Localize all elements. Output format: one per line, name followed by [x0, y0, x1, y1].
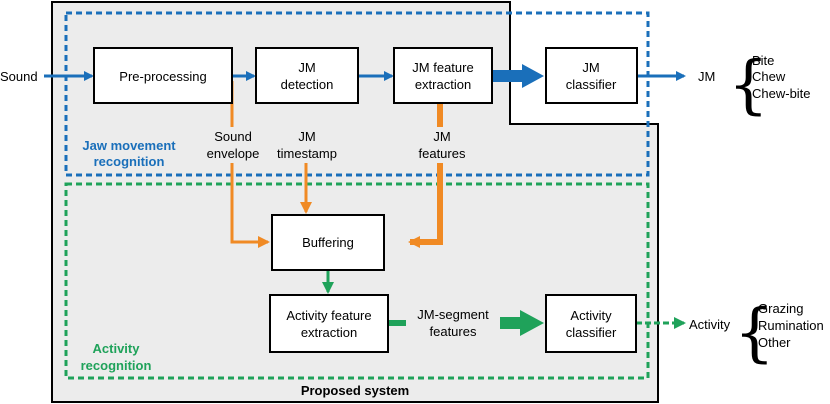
preprocessing-label: Pre-processing: [119, 69, 206, 84]
jm-segment-features-arrow: [500, 310, 544, 336]
activity-classifier-label-2: classifier: [566, 325, 617, 340]
sound-envelope-label-1: Sound: [214, 129, 252, 144]
activity-classifier-label-1: Activity: [570, 308, 612, 323]
activity-classifier-block: [545, 294, 637, 353]
jm-features-label-bg: [412, 127, 472, 163]
buffering-label: Buffering: [302, 235, 354, 250]
jm-segment-features-label-2: features: [430, 324, 477, 339]
preprocessing-block: [93, 47, 233, 104]
jm-timestamp-label-2: timestamp: [277, 146, 337, 161]
activity-region: [64, 182, 650, 380]
jm-features-label-2: features: [419, 146, 466, 161]
sound-envelope-label-2: envelope: [207, 146, 260, 161]
sound-envelope-label-bg: [203, 127, 263, 163]
jm-class-item: Bite: [752, 53, 774, 68]
activity-class-item: Grazing: [758, 301, 804, 316]
jaw-movement-title-2: recognition: [94, 154, 165, 169]
activity-feature-extraction-label-1: Activity feature: [286, 308, 371, 323]
activity-class-item: Other: [758, 335, 791, 350]
jm-segment-features-label-1: JM-segment: [417, 307, 489, 322]
jm-feature-extraction-block: [393, 47, 493, 104]
activity-title-1: Activity: [93, 341, 141, 356]
proposed-system-title: Proposed system: [301, 383, 409, 398]
jm-class-item: Chew-bite: [752, 86, 811, 101]
jaw-movement-title-1: Jaw movement: [82, 138, 176, 153]
activity-feature-extraction-label-2: extraction: [301, 325, 357, 340]
jm-detection-block: [255, 47, 359, 104]
activity-output-label: Activity: [689, 317, 731, 332]
jm-feature-extraction-label-2: extraction: [415, 77, 471, 92]
jaw-movement-region: [64, 11, 650, 177]
jm-timestamp-label-bg: [270, 127, 344, 163]
sound-input-label: Sound: [0, 69, 38, 84]
extraction-to-classifier-arrow: [492, 64, 544, 88]
jm-classifier-block: [545, 47, 638, 104]
jm-feature-extraction-label-1: JM feature: [412, 60, 473, 75]
activity-class-item: Rumination: [758, 318, 824, 333]
activity-classes-brace: {: [734, 296, 775, 370]
jm-classes-brace: {: [728, 48, 769, 122]
jm-output-label: JM: [698, 69, 715, 84]
jm-features-label-1: JM: [433, 129, 450, 144]
jm-classifier-label-1: JM: [582, 60, 599, 75]
activity-title-2: recognition: [81, 358, 152, 373]
activity-feature-extraction-block: [269, 294, 389, 353]
jm-timestamp-label-1: JM: [298, 129, 315, 144]
jm-class-item: Chew: [752, 69, 786, 84]
buffering-block: [271, 214, 385, 271]
jm-classifier-label-2: classifier: [566, 77, 617, 92]
jm-detection-label-1: JM: [298, 60, 315, 75]
jm-detection-label-2: detection: [281, 77, 334, 92]
